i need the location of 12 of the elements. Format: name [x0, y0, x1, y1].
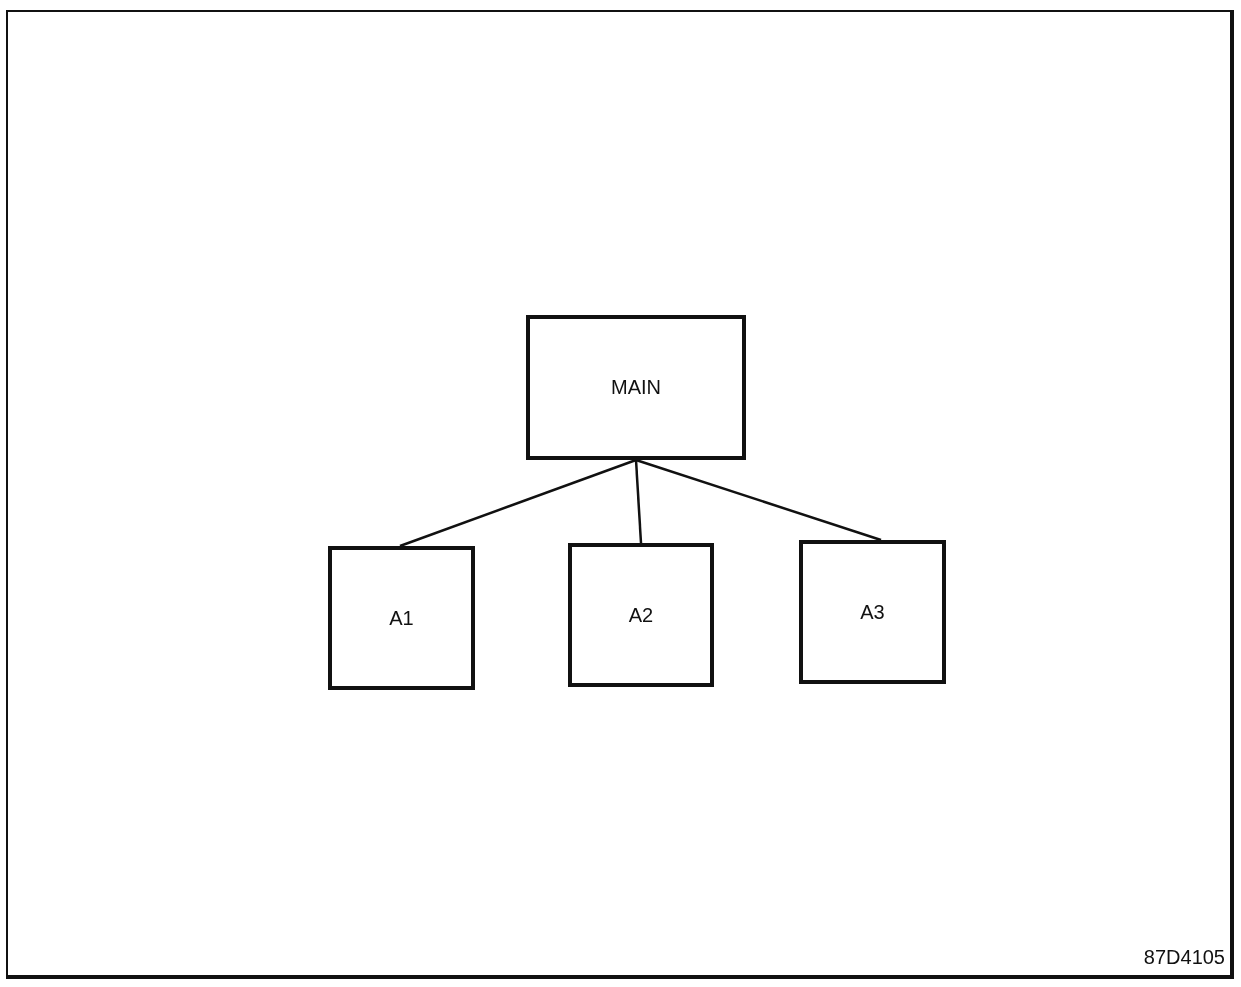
connector-line — [399, 458, 637, 548]
box-label: A3 — [860, 600, 885, 624]
connector-line — [634, 459, 643, 544]
connector-line — [635, 458, 882, 542]
process-box — [799, 540, 946, 684]
process-box — [568, 543, 714, 687]
box-label: A1 — [389, 606, 414, 630]
box-label: A2 — [628, 603, 654, 627]
figure-code: 87D4105 — [1143, 946, 1225, 969]
process-box — [328, 546, 475, 690]
process-box — [526, 315, 746, 460]
box-label: MAIN — [611, 376, 661, 399]
